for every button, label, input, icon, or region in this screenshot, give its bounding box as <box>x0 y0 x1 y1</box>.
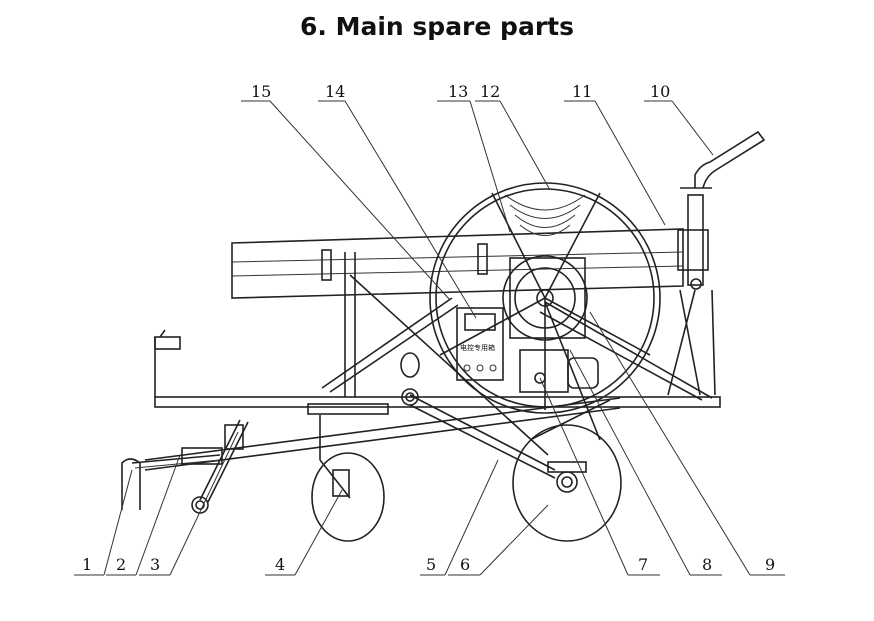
label-4: 4 <box>275 555 285 574</box>
top-beam <box>231 228 684 299</box>
label-7: 7 <box>638 555 648 574</box>
control-box: 电控专用箱 <box>456 307 504 381</box>
label-2: 2 <box>116 555 126 574</box>
label-5: 5 <box>426 555 436 574</box>
label-8: 8 <box>702 555 712 574</box>
connecting-rods <box>144 352 621 479</box>
base-frame <box>154 252 721 415</box>
gearbox <box>519 349 599 393</box>
label-13: 13 <box>448 82 468 101</box>
label-15: 15 <box>251 82 271 101</box>
large-wheel <box>512 424 622 542</box>
label-3: 3 <box>150 555 160 574</box>
label-11: 11 <box>572 82 592 101</box>
front-drawbar <box>121 419 249 514</box>
label-9: 9 <box>765 555 775 574</box>
label-1: 1 <box>82 555 92 574</box>
nozzle-stand <box>667 130 766 396</box>
label-12: 12 <box>480 82 500 101</box>
small-wheel <box>311 415 385 542</box>
label-10: 10 <box>650 82 670 101</box>
label-6: 6 <box>460 555 470 574</box>
page-title: 6. Main spare parts <box>300 12 574 41</box>
control-box-label: 电控专用箱 <box>460 343 495 352</box>
label-14: 14 <box>325 82 345 101</box>
leader-lines <box>74 100 785 576</box>
part-labels: 15 14 13 12 11 10 1 2 3 4 5 6 7 8 9 <box>82 82 775 574</box>
